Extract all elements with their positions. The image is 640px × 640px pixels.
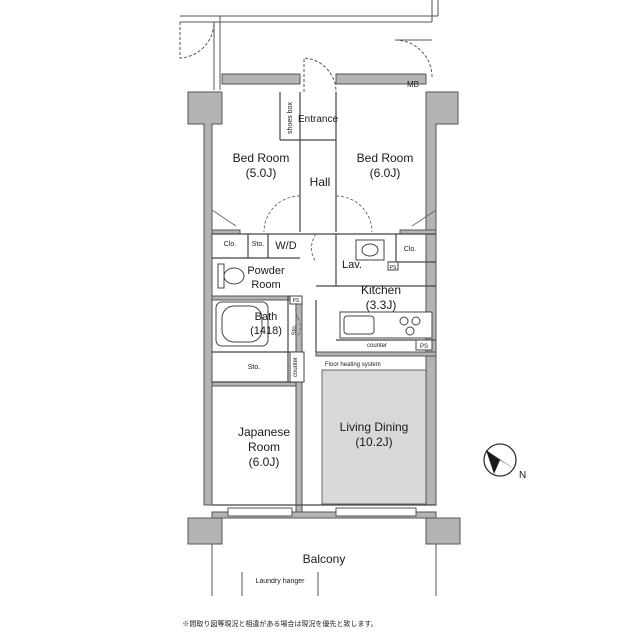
closet-left-label: Clo.: [224, 241, 237, 248]
compass-icon: N: [483, 443, 526, 481]
footnote: ※間取り図等現況と相違がある場合は現況を優先と致します。: [182, 619, 377, 628]
labels: Bed Room (5.0J) Bed Room (6.0J) Entrance…: [182, 80, 428, 628]
compass-north-label: N: [519, 470, 526, 481]
floor-heating-area: [321, 369, 427, 505]
closet-right-label: Clo.: [404, 246, 417, 253]
entrance-label: Entrance: [298, 114, 338, 125]
kitchen-name: Kitchen: [361, 283, 401, 297]
corridor-door-right: [394, 39, 433, 78]
corridor-lines: [180, 0, 439, 90]
balcony-label: Balcony: [303, 552, 346, 566]
laundry-hanger-label: Laundry hanger: [255, 578, 305, 585]
storage-left-label: Sto.: [252, 241, 265, 248]
japanese-room-size: (6.0J): [249, 455, 280, 469]
balcony-outline: [211, 544, 437, 596]
shoes-box-label: shoes box: [287, 102, 294, 134]
ps-bath-label: PS: [293, 298, 300, 304]
corridor-door-left: [179, 21, 215, 59]
kitchen-counter-label: counter: [367, 343, 387, 349]
floor-heating-label: Floor heating system: [325, 362, 381, 368]
ps-kitchen-label: PS: [420, 344, 428, 350]
lav-label: Lav.: [342, 259, 362, 271]
living-dining-name: Living Dining: [340, 420, 409, 434]
hall-label: Hall: [310, 175, 331, 189]
storage-bath-label: Sto.: [292, 324, 298, 335]
bed-room-left-size: (5.0J): [246, 166, 277, 180]
entrance-door: [303, 57, 337, 93]
mb-label: MB: [407, 80, 419, 89]
bath-name: Bath: [255, 311, 278, 323]
ps-lav-label: PS: [390, 265, 397, 271]
kitchen-size: (3.3J): [366, 298, 397, 312]
windows: [227, 507, 417, 517]
japanese-room-line1: Japanese: [238, 425, 290, 439]
bed-room-left-name: Bed Room: [233, 151, 290, 165]
counter-vertical-label: counter: [293, 357, 299, 377]
storage-lower-label: Sto.: [248, 364, 261, 371]
fixtures: [215, 239, 433, 383]
wd-label: W/D: [275, 240, 296, 252]
living-dining-size: (10.2J): [355, 435, 392, 449]
powder-room-line2: Room: [251, 279, 280, 291]
powder-room-line1: Powder: [247, 265, 285, 277]
bed-room-right-size: (6.0J): [370, 166, 401, 180]
bed-room-right-name: Bed Room: [357, 151, 414, 165]
bath-size: (1418): [250, 325, 282, 337]
japanese-room-line2: Room: [248, 440, 280, 454]
door-swings: [211, 195, 437, 337]
